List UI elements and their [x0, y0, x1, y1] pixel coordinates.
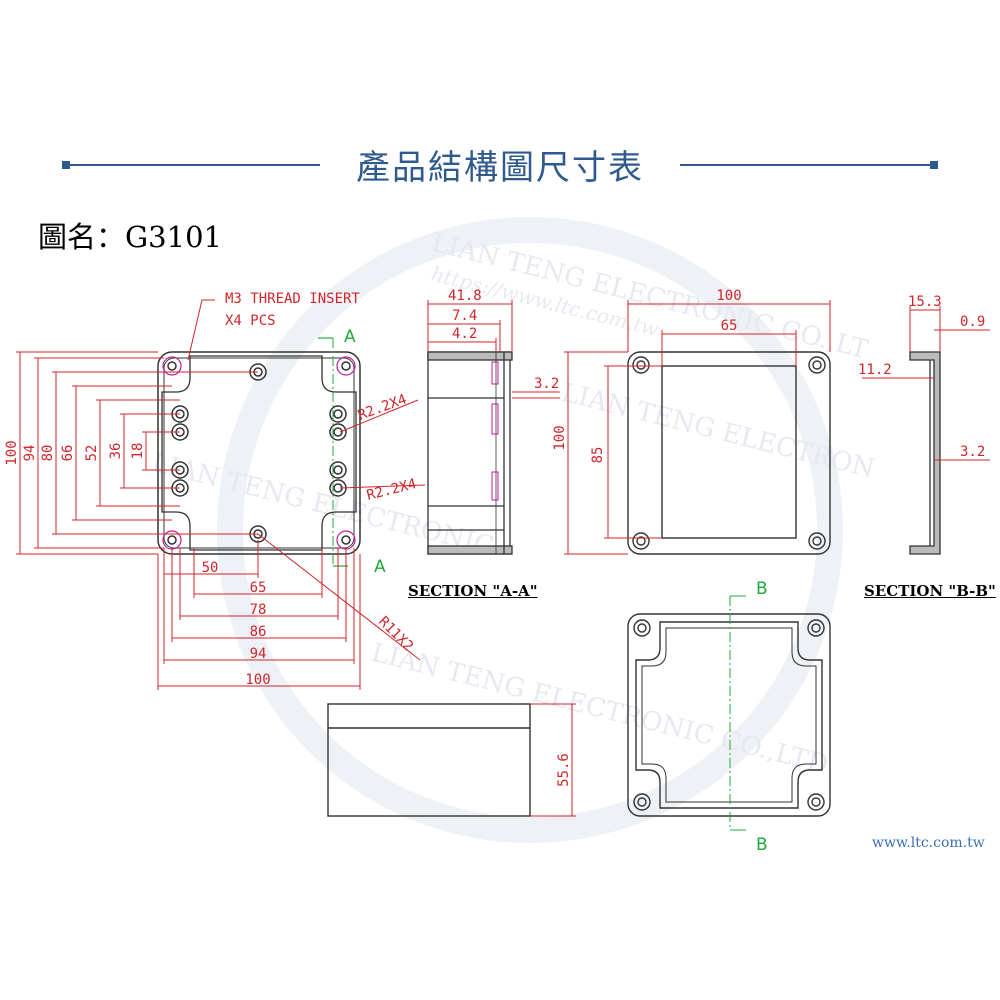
front-dim-55-6: 55.6	[556, 753, 572, 787]
dim-h-78: 78	[250, 602, 267, 618]
side-view-dimensions	[564, 300, 831, 555]
page-title: 產品結構圖尺寸表	[356, 148, 644, 188]
dim-v-52: 52	[84, 445, 100, 462]
cut-label-a-top: A	[344, 327, 356, 347]
note-line-1: M3 THREAD INSERT	[225, 291, 360, 307]
dim-h-50: 50	[202, 560, 219, 576]
dim-h-94: 94	[250, 646, 267, 662]
side-dim-100: 100	[716, 288, 741, 304]
dim-v-80: 80	[40, 445, 56, 462]
note-line-2: X4 PCS	[225, 313, 276, 329]
dim-v-94: 94	[22, 445, 38, 462]
radius-label-2: R2.2X4	[365, 476, 418, 504]
front-view	[327, 703, 531, 817]
dim-v-100: 100	[4, 440, 20, 465]
dim-h-100: 100	[245, 672, 270, 688]
website-link[interactable]: www.ltc.com.tw	[872, 835, 985, 851]
dim-v-66: 66	[60, 445, 76, 462]
top-view-dimensions	[16, 299, 426, 690]
section-aa-caption: SECTION "A-A"	[408, 582, 538, 600]
dim-h-86: 86	[250, 624, 267, 640]
section-bb-view	[909, 351, 941, 555]
dim-v-36: 36	[108, 443, 124, 460]
figure-label: 圖名：G3101	[38, 220, 222, 254]
bb-dim-3-2: 3.2	[960, 444, 985, 460]
dim-h-65: 65	[250, 580, 267, 596]
side-dim-v100: 100	[552, 425, 568, 450]
side-view	[627, 351, 831, 555]
aa-dim-41-8: 41.8	[448, 288, 482, 304]
cut-label-b-top: B	[756, 579, 768, 599]
radius-label-1: R2.2X4	[356, 391, 409, 423]
cut-label-a-bottom: A	[374, 557, 386, 577]
dim-v-18: 18	[130, 443, 146, 460]
bb-dim-15-3: 15.3	[908, 294, 942, 310]
section-aa-dimensions	[427, 300, 560, 399]
section-aa-view	[427, 351, 513, 555]
header-rule	[62, 161, 938, 169]
bb-dim-11-2: 11.2	[858, 362, 892, 378]
cut-label-b-bottom: B	[756, 835, 768, 855]
side-dim-65: 65	[721, 318, 738, 334]
section-bb-caption: SECTION "B-B"	[864, 582, 996, 600]
aa-dim-7-4: 7.4	[452, 308, 477, 324]
bottom-view	[627, 613, 831, 817]
side-dim-v85: 85	[590, 447, 606, 464]
aa-dim-3-2: 3.2	[534, 376, 559, 392]
bb-dim-0-9: 0.9	[960, 314, 985, 330]
section-bb-dimensions	[862, 306, 990, 461]
aa-dim-4-2: 4.2	[452, 326, 477, 342]
